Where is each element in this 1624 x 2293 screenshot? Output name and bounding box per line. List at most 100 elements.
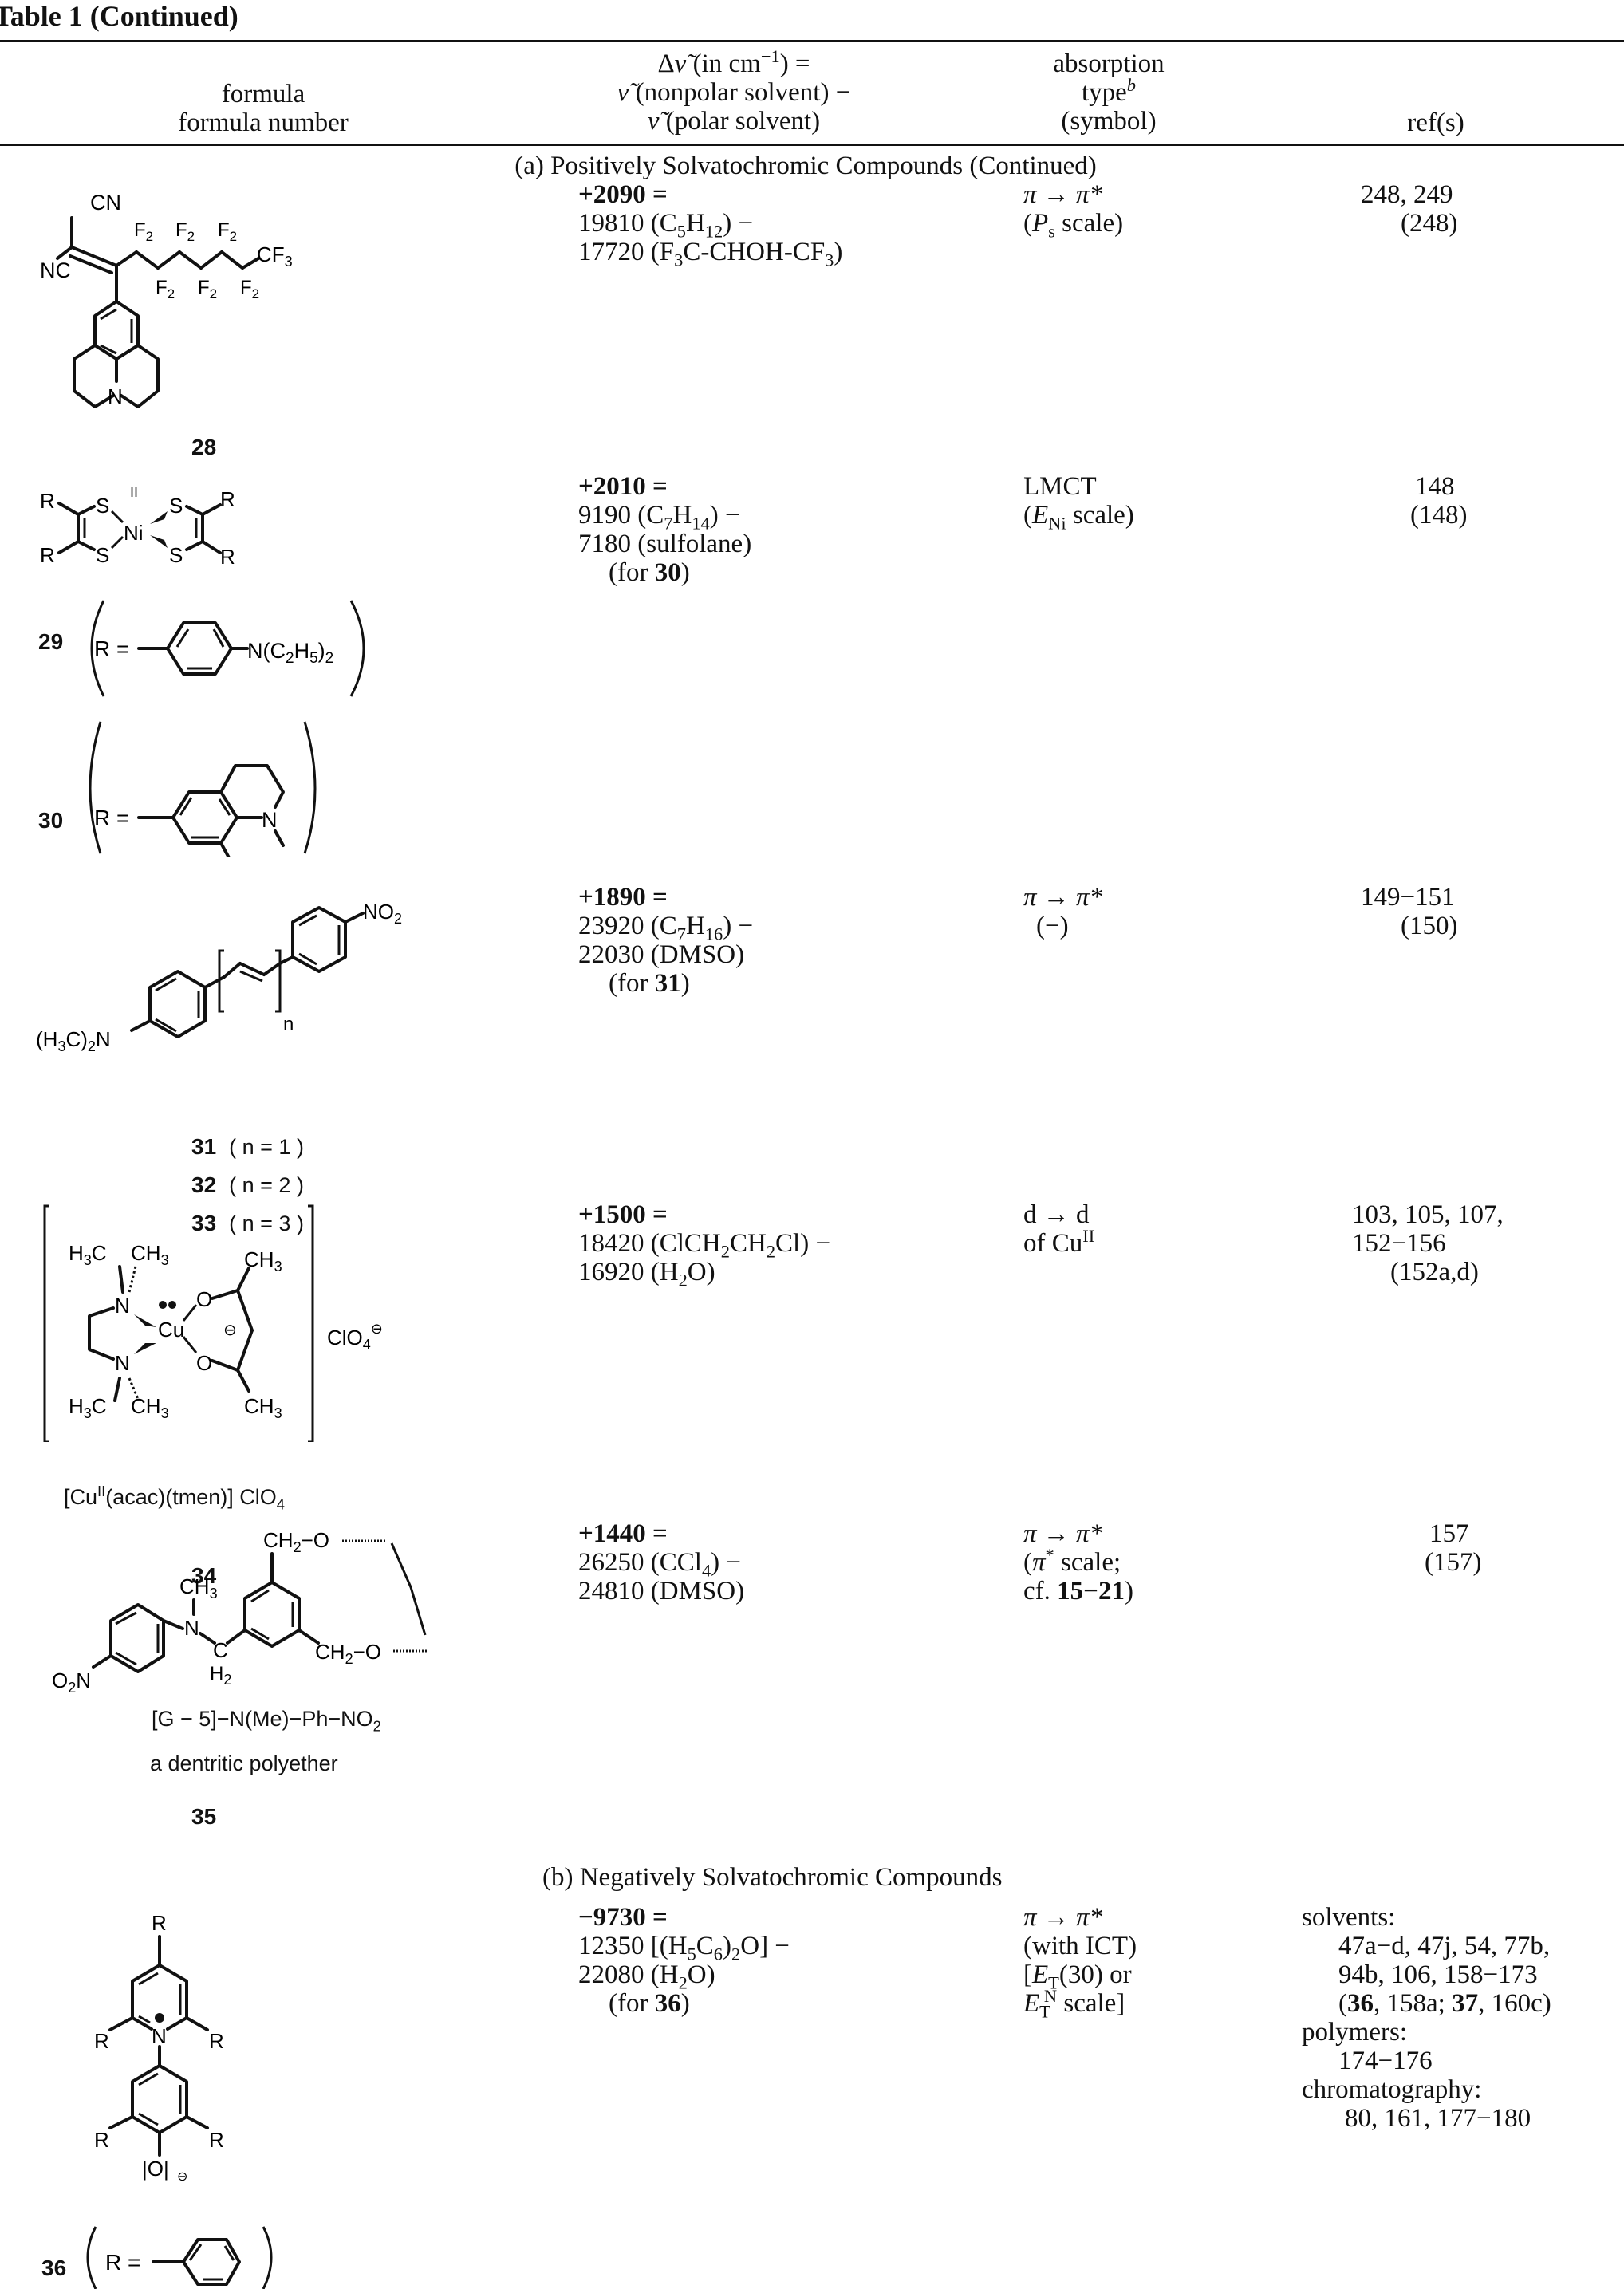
structure-29-30-core: R R S S II Ni S S R R bbox=[32, 475, 271, 594]
svg-text:N: N bbox=[115, 1351, 130, 1375]
absorption-34: d → d of CuII bbox=[1023, 1200, 1094, 1258]
delta-36-polar: 22080 (H2O) bbox=[578, 1960, 715, 1993]
header-refs: ref(s) bbox=[1407, 108, 1464, 137]
svg-text:N: N bbox=[108, 384, 123, 408]
svg-text:NC: NC bbox=[40, 258, 71, 282]
absorption-36-scale2: ETN scale] bbox=[1023, 1986, 1125, 2022]
structure-29-substituent: R = N(C2H5)2 bbox=[80, 594, 383, 702]
refs-29-line1: 148 bbox=[1415, 472, 1455, 501]
variant-32-condition: ( n = 2 ) bbox=[229, 1173, 304, 1197]
svg-text:S: S bbox=[169, 543, 183, 567]
absorption-29-type: LMCT bbox=[1023, 472, 1097, 501]
svg-text:H3C: H3C bbox=[69, 1394, 107, 1421]
absorption-29-30: LMCT (ENi scale) bbox=[1023, 472, 1134, 532]
delta-29-30: +2010 = 9190 (C7H14) − 7180 (sulfolane) … bbox=[578, 472, 751, 587]
structure-31-33: (H3C)2N n NO2 bbox=[36, 893, 419, 1093]
header-absorption-type: type bbox=[1081, 78, 1127, 107]
refs-36-solvents-line2: 94b, 106, 158−173 bbox=[1338, 1960, 1538, 1989]
section-b-heading: (b) Negatively Solvatochromic Compounds bbox=[542, 1863, 1003, 1892]
refs-36-solvents-line1: 47a−d, 47j, 54, 77b, bbox=[1338, 1932, 1551, 1960]
svg-text:N(C2H5)2: N(C2H5)2 bbox=[247, 639, 333, 667]
svg-text:R: R bbox=[94, 2029, 109, 2053]
variant-31-condition: ( n = 1 ) bbox=[229, 1135, 304, 1159]
svg-text:ClO4⊖: ClO4⊖ bbox=[327, 1321, 383, 1353]
header-rule bbox=[0, 144, 1624, 146]
delta-34-polar: 16920 (H2O) bbox=[578, 1258, 715, 1290]
header-formula: formula formula number bbox=[104, 80, 423, 137]
refs-35-line1: 157 bbox=[1429, 1519, 1469, 1548]
absorption-35-cf: cf. 15−21) bbox=[1023, 1577, 1133, 1605]
refs-36: solvents: 47a−d, 47j, 54, 77b, 94b, 106,… bbox=[1302, 1903, 1551, 2133]
header-delta-line1: Δν̃ (in cm−1) = bbox=[657, 46, 810, 78]
footnote-marker: b bbox=[1126, 75, 1137, 95]
table-title: Table 1 (Continued) bbox=[0, 0, 238, 32]
formula-number-32: 32 bbox=[191, 1172, 217, 1197]
refs-36-solvents-heading: solvents: bbox=[1302, 1903, 1396, 1932]
delta-35-polar: 24810 (DMSO) bbox=[578, 1577, 745, 1605]
svg-text:R: R bbox=[220, 487, 235, 511]
structure-36: R N R R R R |O| ⊖ bbox=[72, 1911, 247, 2185]
svg-text:NO2: NO2 bbox=[363, 900, 402, 927]
svg-text:CH3: CH3 bbox=[244, 1394, 282, 1421]
svg-text:II: II bbox=[130, 484, 138, 500]
delta-34-value: +1500 = bbox=[578, 1200, 668, 1229]
absorption-35-scale: (π* scale; bbox=[1023, 1545, 1121, 1577]
svg-text:⊖: ⊖ bbox=[223, 1322, 237, 1339]
delta-28-nonpolar: 19810 (C5H12) − bbox=[578, 209, 754, 242]
svg-text:H3C: H3C bbox=[69, 1241, 107, 1268]
svg-text:R =: R = bbox=[105, 2250, 140, 2275]
delta-34-nonpolar: 18420 (ClCH2CH2Cl) − bbox=[578, 1229, 831, 1262]
svg-text:F2: F2 bbox=[218, 219, 237, 244]
delta-31-nonpolar: 23920 (C7H16) − bbox=[578, 912, 754, 944]
svg-text:O: O bbox=[196, 1351, 212, 1375]
svg-text:CF3: CF3 bbox=[257, 242, 293, 270]
svg-text:CH2−O: CH2−O bbox=[263, 1528, 329, 1555]
structure-28: CN NC F2 F2 F2 F2 F2 F2 CF3 N bbox=[24, 182, 359, 421]
refs-36-chromatography-heading: chromatography: bbox=[1302, 2075, 1482, 2104]
svg-text:CH3: CH3 bbox=[179, 1574, 218, 1602]
svg-text:Cu: Cu bbox=[158, 1318, 184, 1342]
delta-29-note: (for 30) bbox=[609, 558, 690, 587]
svg-text:H2: H2 bbox=[210, 1663, 231, 1688]
svg-text:Ni: Ni bbox=[124, 521, 144, 545]
svg-text:R: R bbox=[209, 2128, 224, 2152]
delta-36-nonpolar: 12350 [(H5C6)2O] − bbox=[578, 1932, 790, 1964]
variant-32: 32 ( n = 2 ) bbox=[191, 1172, 367, 1211]
variant-31: 31 ( n = 1 ) bbox=[191, 1134, 367, 1172]
absorption-36-type: π → π* bbox=[1023, 1903, 1103, 1932]
refs-28-line1: 248, 249 bbox=[1361, 180, 1453, 209]
absorption-31-type: π → π* bbox=[1023, 883, 1103, 912]
svg-text:|O|: |O| bbox=[142, 2157, 169, 2181]
absorption-28-scale: (Ps scale) bbox=[1023, 209, 1124, 242]
refs-34: 103, 105, 107, 152−156 (152a,d) bbox=[1352, 1200, 1504, 1286]
delta-36: −9730 = 12350 [(H5C6)2O] − 22080 (H2O) (… bbox=[578, 1903, 790, 2018]
delta-36-value: −9730 = bbox=[578, 1903, 668, 1932]
variants-31-33: 31 ( n = 1 ) 32 ( n = 2 ) 33 ( n = 3 ) bbox=[191, 1134, 367, 1249]
formula-number-28: 28 bbox=[191, 435, 217, 459]
refs-29-line2: (148) bbox=[1410, 501, 1468, 530]
svg-text:F2: F2 bbox=[198, 277, 217, 301]
refs-28: 248, 249 (248) bbox=[1361, 180, 1457, 238]
svg-text:F2: F2 bbox=[134, 219, 153, 244]
svg-text:CH2−O: CH2−O bbox=[315, 1640, 381, 1667]
svg-text:O2N: O2N bbox=[52, 1669, 91, 1696]
delta-29-nonpolar: 9190 (C7H14) − bbox=[578, 501, 740, 534]
svg-text:R =: R = bbox=[94, 806, 129, 830]
svg-text:N: N bbox=[262, 808, 278, 832]
absorption-35: π → π* (π* scale; cf. 15−21) bbox=[1023, 1519, 1133, 1605]
delta-31-note: (for 31) bbox=[609, 969, 690, 998]
formula-number-35: 35 bbox=[191, 1804, 217, 1829]
refs-29-30: 148 (148) bbox=[1410, 472, 1467, 530]
formula-number-29: 29 bbox=[38, 629, 64, 654]
svg-text:F2: F2 bbox=[240, 277, 259, 301]
svg-text:n: n bbox=[283, 1014, 294, 1035]
delta-31-33: +1890 = 23920 (C7H16) − 22030 (DMSO) (fo… bbox=[578, 883, 753, 998]
svg-text:O: O bbox=[196, 1287, 212, 1311]
svg-text:R: R bbox=[40, 543, 55, 567]
header-absorption: absorption typeb (symbol) bbox=[989, 49, 1228, 136]
structure-36-substituent: R = bbox=[80, 2225, 287, 2290]
formula-number-36: 36 bbox=[41, 2256, 67, 2280]
delta-35-value: +1440 = bbox=[578, 1519, 668, 1548]
delta-36-note: (for 36) bbox=[609, 1989, 690, 2018]
refs-36-polymers-heading: polymers: bbox=[1302, 2018, 1407, 2047]
